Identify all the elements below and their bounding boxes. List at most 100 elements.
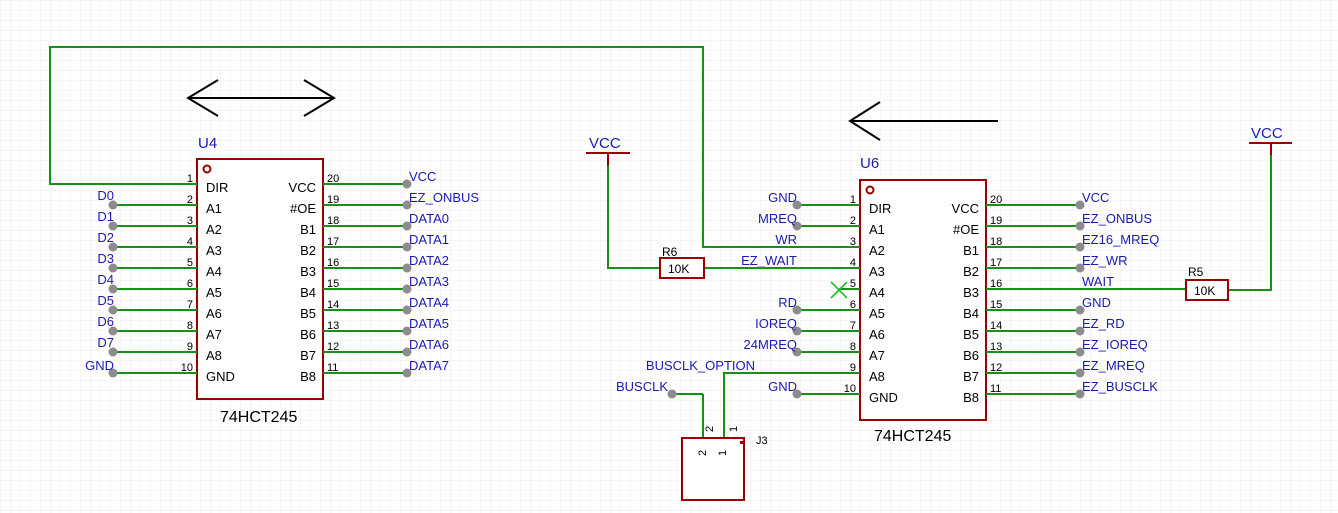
u6-net-terminal [1075, 347, 1085, 357]
u4-net-label: DATA4 [409, 295, 449, 310]
u4-pin-number: 5 [187, 257, 193, 269]
u6-net-terminal [1075, 368, 1085, 378]
u4-net-terminal [108, 221, 118, 231]
u6-net-label: WAIT [1082, 274, 1114, 289]
u6-pin-number: 10 [844, 383, 856, 395]
u6-net-label: GND [1082, 295, 1111, 310]
u4-pin-number: 3 [187, 215, 193, 227]
u6-pin-number: 14 [990, 320, 1002, 332]
u4-pin-number: 11 [327, 362, 338, 374]
u4-net-terminal [108, 242, 118, 252]
u4-pin-name: #OE [290, 201, 316, 216]
u6-net-terminal [792, 200, 802, 210]
u4-pin-name: A7 [206, 327, 222, 342]
u4-ref-label: U4 [198, 135, 217, 152]
u4-pin-name: B3 [300, 264, 316, 279]
u6-pin1-marker [865, 185, 875, 195]
u6-pin-number: 3 [850, 236, 856, 248]
u4-net-label: DATA2 [409, 253, 449, 268]
u4-pin-name: DIR [206, 180, 228, 195]
u6-pin-number: 15 [990, 299, 1002, 311]
u4-chip[interactable]: U4 1DIR2A1D03A2D14A3D25A4D36A5D47A6D58A7… [85, 135, 479, 426]
u4-net-label: D6 [97, 314, 114, 329]
u4-net-terminal [402, 221, 412, 231]
u6-ref-label: U6 [860, 155, 879, 172]
u6-net-terminal [1075, 389, 1085, 399]
resistor-r5[interactable]: R5 10K [1185, 265, 1229, 301]
u4-pin1-marker [202, 164, 212, 174]
u6-pin-number: 1 [850, 194, 856, 206]
u4-pin-number: 9 [187, 341, 193, 353]
u4-net-terminal [402, 326, 412, 336]
u6-pin-name: A7 [869, 348, 885, 363]
u4-pin-name: A1 [206, 201, 222, 216]
u6-pin-name: #OE [953, 222, 979, 237]
jumper-j3[interactable]: J3 1 2 2 1 [681, 426, 768, 501]
u6-net-terminal [792, 326, 802, 336]
u6-net-terminal [792, 347, 802, 357]
u6-pin-number: 9 [850, 362, 856, 374]
u6-body [859, 179, 987, 421]
j3-inner-pin1: 1 [717, 450, 729, 456]
u6-pin-name: A8 [869, 369, 885, 384]
u4-net-label: DATA5 [409, 316, 449, 331]
u6-net-terminal [792, 305, 802, 315]
u4-pin-name: B6 [300, 327, 316, 342]
u4-pin-number: 8 [187, 320, 193, 332]
u6-pin-number: 17 [990, 257, 1002, 269]
u6-net-terminal [1075, 263, 1085, 273]
u6-net-label: RD [778, 295, 797, 310]
u6-pin-number: 16 [990, 278, 1002, 290]
u4-pin-name: B1 [300, 222, 316, 237]
u6-chip[interactable]: U6 1DIRGND2A1MREQ3A2WR4A3EZ_WAIT5A46A5RD… [646, 155, 1186, 445]
u6-pin-number: 13 [990, 341, 1002, 353]
vcc-power-flag-right: VCC [1249, 125, 1292, 155]
u4-pin-name: A5 [206, 285, 222, 300]
u6-net-label: 24MREQ [744, 337, 797, 352]
u4-net-terminal [402, 242, 412, 252]
u6-net-label: EZ_BUSCLK [1082, 379, 1158, 394]
u4-part-label: 74HCT245 [220, 409, 297, 426]
u4-pin-number: 13 [327, 320, 339, 332]
u4-net-label: DATA3 [409, 274, 449, 289]
u4-pin-name: B8 [300, 369, 316, 384]
u4-net-terminal [108, 200, 118, 210]
u6-net-terminal [1075, 326, 1085, 336]
u6-net-label: GND [768, 190, 797, 205]
u4-pin-number: 6 [187, 278, 193, 290]
u6-net-label: IOREQ [755, 316, 797, 331]
u6-pin-name: B1 [963, 243, 979, 258]
u4-pin-name: A8 [206, 348, 222, 363]
u4-body [196, 158, 324, 400]
u4-net-label: VCC [409, 169, 436, 184]
u6-net-label: EZ_MREQ [1082, 358, 1145, 373]
u4-pin-name: A2 [206, 222, 222, 237]
u6-pin-name: B7 [963, 369, 979, 384]
u6-pin-name: A4 [869, 285, 885, 300]
u4-pin-number: 15 [327, 278, 339, 290]
u4-pin-name: VCC [289, 180, 316, 195]
u4-net-terminal [402, 263, 412, 273]
u6-pin-number: 5 [850, 278, 856, 290]
r6-ref-label: R6 [662, 245, 678, 259]
bidirectional-arrow-icon [186, 79, 336, 117]
u4-pin-name: A4 [206, 264, 222, 279]
u6-pin-number: 12 [990, 362, 1002, 374]
u4-net-terminal [402, 305, 412, 315]
busclk-option-wire [723, 372, 860, 438]
u6-net-label: WR [775, 232, 797, 247]
u6-net-terminal [1075, 200, 1085, 210]
u4-pin-number: 1 [187, 173, 193, 185]
u4-pin-name: GND [206, 369, 235, 384]
r5-ref-label: R5 [1188, 265, 1204, 279]
u6-pin-number: 7 [850, 320, 856, 332]
vcc-right-wire [1228, 155, 1272, 291]
u6-pin-number: 6 [850, 299, 856, 311]
u6-pin-name: GND [869, 390, 898, 405]
u6-net-terminal [1075, 242, 1085, 252]
u4-pin-name: B7 [300, 348, 316, 363]
u4-net-label: DATA0 [409, 211, 449, 226]
resistor-r6[interactable]: R6 10K [659, 245, 705, 279]
u6-pin-name: B5 [963, 327, 979, 342]
u6-pin-name: B6 [963, 348, 979, 363]
